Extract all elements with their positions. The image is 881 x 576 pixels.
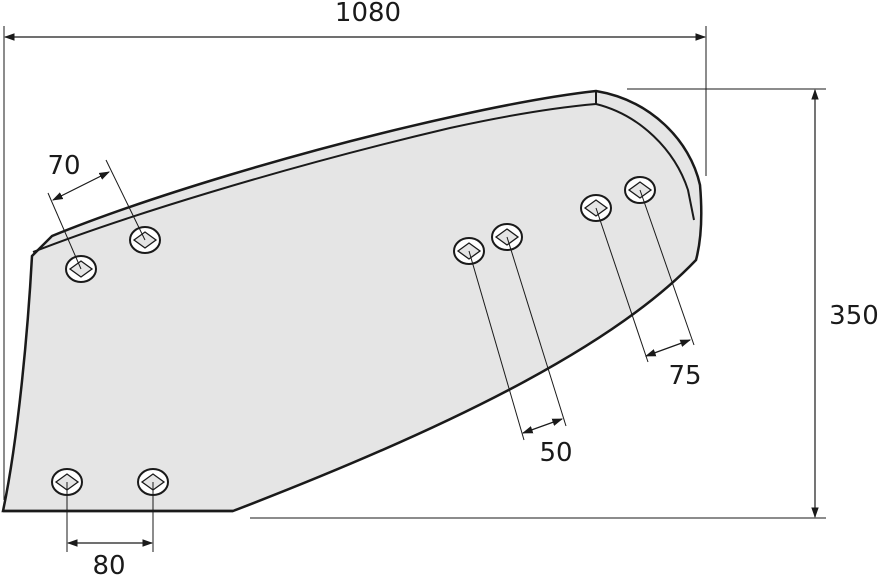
plate-right-bevel: [595, 103, 695, 221]
overall-length-dimension: 1080: [3, 0, 707, 500]
top-left-hole-spacing-dimension: 70: [47, 151, 146, 270]
top-left-hole-spacing-label: 70: [47, 151, 80, 181]
plate-body: [1, 89, 703, 513]
plough-share-plate: [1, 89, 703, 513]
center-hole-spacing-label: 50: [539, 438, 572, 468]
extension-line: [595, 207, 649, 363]
extension-line: [506, 236, 567, 427]
extension-line: [468, 250, 525, 441]
dimension-line: [644, 339, 692, 357]
extension-line: [47, 192, 82, 270]
bottom-hole-spacing-label: 80: [92, 551, 125, 576]
bottom-hole-spacing-dimension: 80: [66, 482, 154, 576]
plate-top-bevel: [32, 103, 597, 253]
right-hole-spacing-label: 75: [668, 361, 701, 391]
height-label: 350: [829, 301, 879, 331]
height-dimension: 350: [250, 88, 879, 519]
overall-length-label: 1080: [335, 0, 401, 28]
extension-line: [639, 189, 695, 346]
right-hole-spacing-dimension: 75: [595, 189, 702, 391]
mounting-holes: [51, 176, 656, 496]
dimension-line: [521, 418, 564, 434]
extension-line: [105, 159, 146, 241]
center-hole-spacing-dimension: 50: [468, 236, 573, 468]
dimension-line: [52, 171, 110, 201]
